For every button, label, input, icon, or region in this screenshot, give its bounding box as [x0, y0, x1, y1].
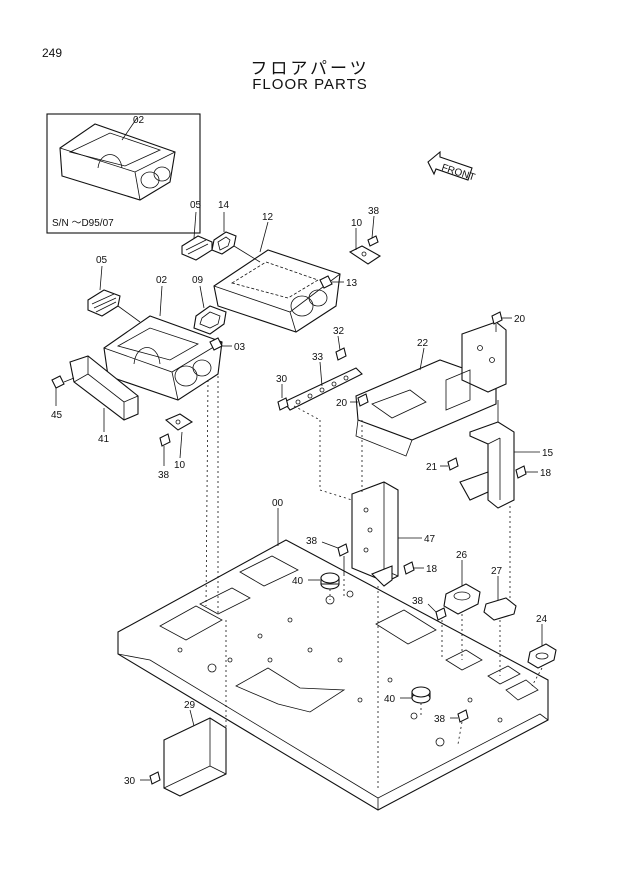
- callout-02: 02: [156, 275, 168, 286]
- callout-38-middle: 38: [412, 596, 424, 607]
- bolt-18-middle: 18: [403, 561, 438, 575]
- page-number: 249: [42, 46, 63, 60]
- bolt-45: 45: [51, 375, 75, 421]
- mat-26: 26: [443, 550, 481, 615]
- bolt-20-middle: 20: [336, 393, 369, 409]
- bracket-10-lower: 10 38: [158, 413, 194, 481]
- callout-45: 45: [51, 410, 63, 421]
- bolt-21: 21: [426, 457, 459, 473]
- duct-02: 02: [103, 275, 223, 401]
- bolt-30-lower: 30: [124, 771, 161, 787]
- callout-33: 33: [312, 352, 324, 363]
- bolt-20-right: 20: [491, 311, 526, 332]
- callout-14: 14: [218, 200, 230, 211]
- rubber-40-lower: 40: [384, 686, 431, 705]
- callout-05-top: 05: [190, 200, 202, 211]
- callout-09: 09: [192, 275, 204, 286]
- grommet-24: 24: [527, 614, 557, 669]
- callout-24: 24: [536, 614, 548, 625]
- callout-27: 27: [491, 566, 503, 577]
- callout-40-lower: 40: [384, 694, 396, 705]
- bracket-10-top: 10 38: [348, 206, 382, 265]
- duct-12: 12: [213, 212, 341, 333]
- callout-10-lower: 10: [174, 460, 186, 471]
- gasket-14: 14: [211, 200, 261, 263]
- title-english: FLOOR PARTS: [252, 76, 368, 93]
- front-label: FRONT: [440, 162, 476, 183]
- gasket-09: 09: [192, 275, 227, 335]
- callout-38-top: 38: [368, 206, 380, 217]
- callout-21: 21: [426, 462, 438, 473]
- callout-30-lower: 30: [124, 776, 136, 787]
- callout-10-top: 10: [351, 218, 363, 229]
- callout-20-right: 20: [514, 314, 526, 325]
- pad-27: 27: [483, 566, 517, 621]
- inset-box: 02 S/N ～D95/07: [46, 113, 201, 234]
- bolt-18-right: 18: [515, 465, 552, 479]
- bracket-29: 29: [163, 700, 227, 797]
- bracket-47: 47: [351, 481, 436, 587]
- bolt-13: 13: [319, 275, 358, 289]
- callout-03: 03: [234, 342, 246, 353]
- callout-26: 26: [456, 550, 468, 561]
- bolt-03: 03: [209, 337, 246, 353]
- bolt-30-top: 30: [276, 374, 289, 411]
- assembly-lines: [205, 376, 543, 790]
- bolt-38-plate: 38: [306, 536, 349, 574]
- callout-05-left: 05: [96, 255, 108, 266]
- callout-38-plate: 38: [306, 536, 318, 547]
- strip-33: 33 32: [283, 326, 363, 411]
- cover-41: 41: [69, 355, 139, 445]
- title-japanese: フロアパーツ: [250, 59, 370, 79]
- grille-05-left: 05: [87, 255, 141, 323]
- callout-18-middle: 18: [426, 564, 438, 575]
- grille-05-top: 05: [181, 200, 213, 261]
- callout-22: 22: [417, 338, 429, 349]
- callout-38-lower-plate: 38: [434, 714, 446, 725]
- callout-12: 12: [262, 212, 274, 223]
- callout-29: 29: [184, 700, 196, 711]
- floor-plate-00: 00: [117, 498, 549, 811]
- callout-13: 13: [346, 278, 358, 289]
- callout-38-lower: 38: [158, 470, 170, 481]
- bolt-38-middle: 38: [412, 596, 447, 621]
- rubber-40-upper: 40: [292, 572, 340, 590]
- inset-serial-label: S/N ～D95/07: [52, 218, 114, 229]
- callout-15: 15: [542, 448, 554, 459]
- callout-00: 00: [272, 498, 284, 509]
- bolt-38-plate-lower: 38: [434, 709, 469, 725]
- callout-32: 32: [333, 326, 345, 337]
- callout-47: 47: [424, 534, 436, 545]
- front-arrow-icon: FRONT: [427, 150, 476, 183]
- callout-30-top: 30: [276, 374, 288, 385]
- callout-02-inset: 02: [133, 115, 145, 126]
- bracket-15: 15: [459, 400, 554, 509]
- callout-40-upper: 40: [292, 576, 304, 587]
- callout-20-middle: 20: [336, 398, 348, 409]
- callout-18-right: 18: [540, 468, 552, 479]
- bracket-22: 22: [355, 321, 507, 457]
- callout-41: 41: [98, 434, 110, 445]
